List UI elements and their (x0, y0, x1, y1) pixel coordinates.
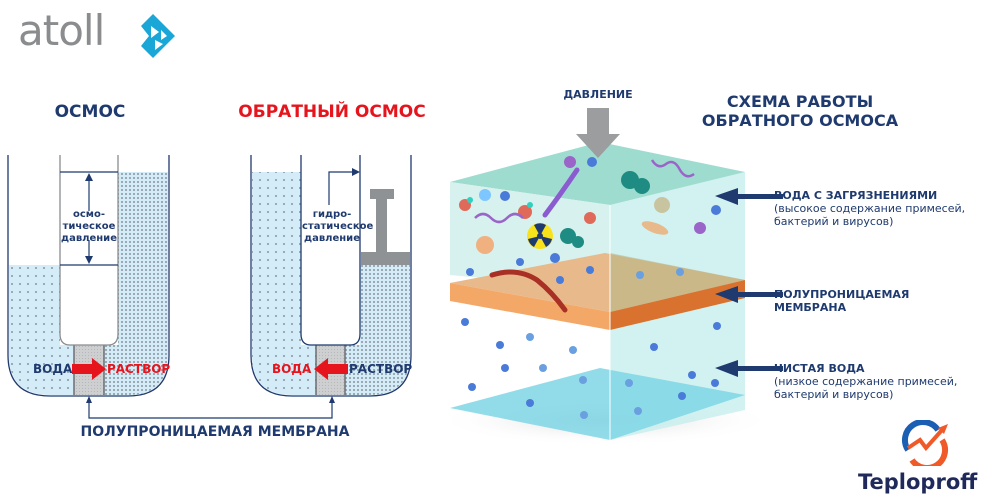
callout-sub: бактерий и вирусов) (774, 215, 894, 228)
callout-sub: бактерий и вирусов) (774, 388, 894, 401)
osmosis-solution-label: РАСТВОР (107, 362, 171, 376)
label-line: осмо- (73, 209, 105, 220)
label-line: статическое (302, 221, 374, 232)
callout-sub: (низкое содержание примесей, (774, 375, 958, 388)
callout-arrows (715, 188, 783, 377)
membrane-connector (88, 400, 333, 419)
teploproff-logo-text: Teploproff (858, 470, 978, 494)
ro-solution-label: РАСТВОР (349, 362, 413, 376)
ro-water-label: ВОДА (272, 362, 312, 376)
teploproff-logo-icon (901, 420, 949, 466)
callout-clean-water: ЧИСТАЯ ВОДА (низкое содержание примесей,… (774, 362, 957, 401)
u-tube-diagrams (7, 155, 412, 419)
membrane-front (450, 283, 610, 330)
water-molecules (461, 258, 721, 419)
callout-title: ПОЛУПРОНИЦАЕМАЯ (774, 288, 910, 301)
reverse-osmosis-title: ОБРАТНЫЙ ОСМОС (238, 102, 426, 122)
membrane-side (610, 280, 745, 330)
arrow-down-icon (85, 256, 93, 264)
callout-sub: (высокое содержание примесей, (774, 202, 966, 215)
label-line: давление (304, 233, 360, 244)
reverse-osmosis-u-tube (250, 155, 412, 397)
callout-sub: МЕМБРАНА (774, 301, 847, 314)
osmosis-u-tube (7, 155, 170, 397)
flow-arrow-left-icon (314, 358, 328, 380)
clean-water-plane (450, 368, 745, 440)
flow-arrow-right-icon (92, 358, 106, 380)
piston (361, 252, 410, 265)
pressure-label: ДАВЛЕНИЕ (563, 88, 633, 101)
atoll-diamond-icon (141, 14, 175, 58)
contaminant-particles (459, 156, 721, 263)
callout-title: ВОДА С ЗАГРЯЗНЕНИЯМИ (774, 189, 938, 202)
osmotic-pressure-label: осмо- тическое давление (60, 209, 118, 245)
osmosis-water-label: ВОДА (33, 362, 73, 376)
label-line: тическое (62, 221, 116, 232)
callout-title: ЧИСТАЯ ВОДА (774, 362, 865, 375)
hydrostatic-pressure-label: гидро- статическое давление (302, 209, 374, 245)
membrane-caption: ПОЛУПРОНИЦАЕМАЯ МЕМБРАНА (80, 424, 350, 440)
osmosis-title: ОСМОС (54, 102, 126, 122)
scheme-title-line: ОБРАТНОГО ОСМОСА (701, 111, 899, 130)
callout-membrane: ПОЛУПРОНИЦАЕМАЯ МЕМБРАНА (774, 288, 909, 314)
pressure-arrow-icon (576, 134, 620, 158)
arrow-right-icon (352, 168, 360, 176)
atoll-logo-text: atoll (18, 6, 105, 55)
label-line: давление (61, 233, 117, 244)
scheme-title-line: СХЕМА РАБОТЫ (726, 92, 874, 111)
label-line: гидро- (312, 209, 352, 220)
callout-contaminated-water: ВОДА С ЗАГРЯЗНЕНИЯМИ (высокое содержание… (774, 189, 965, 228)
arrow-up-icon (85, 173, 93, 181)
scheme-title: СХЕМА РАБОТЫ ОБРАТНОГО ОСМОСА (700, 92, 900, 130)
